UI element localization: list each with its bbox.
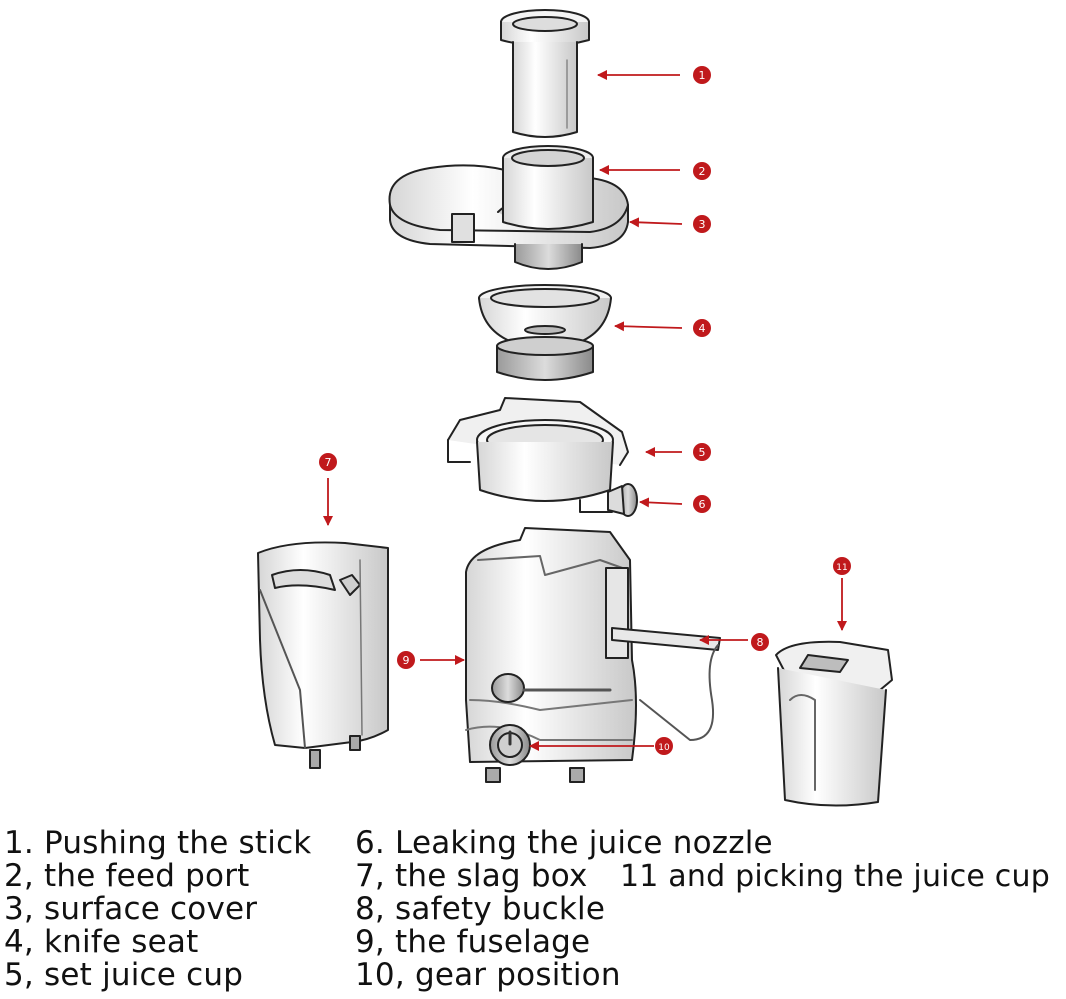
svg-text:6: 6 [699, 498, 706, 511]
legend-item-8: 8, safety buckle [355, 891, 606, 927]
svg-text:9: 9 [403, 654, 410, 667]
svg-text:5: 5 [699, 446, 706, 459]
callout-badge-9: 9 [397, 651, 415, 669]
legend-item-4: 4, knife seat [4, 924, 199, 960]
callout-badge-7: 7 [319, 453, 337, 471]
svg-text:3: 3 [699, 218, 706, 231]
svg-text:10: 10 [658, 743, 670, 753]
svg-text:11: 11 [836, 563, 847, 573]
callout-arrows [323, 70, 847, 751]
svg-text:1: 1 [699, 69, 706, 82]
callout-badge-6: 6 [693, 495, 711, 513]
callout-badge-3: 3 [693, 215, 711, 233]
safety-buckle-part [491, 627, 721, 741]
svg-text:4: 4 [699, 322, 706, 335]
callout-badge-10: 10 [655, 737, 673, 755]
callout-badge-8: 8 [751, 633, 769, 651]
callout-badge-4: 4 [693, 319, 711, 337]
legend-item-6: 6. Leaking the juice nozzle [355, 825, 773, 861]
legend-item-9: 9, the fuselage [355, 924, 591, 960]
arrow-3 [629, 217, 683, 228]
feed-port-part [502, 145, 594, 230]
juice-nozzle-part [607, 483, 638, 517]
legend-item-10: 10, gear position [355, 957, 621, 993]
legend-item-2: 2, the feed port [4, 858, 250, 894]
callout-badge-2: 2 [693, 162, 711, 180]
svg-text:8: 8 [757, 636, 764, 649]
gear-knob-part [489, 724, 531, 766]
legend-item-7: 7, the slag box [355, 858, 588, 894]
knife-seat-part [478, 284, 612, 381]
legend-item-11: 11 and picking the juice cup [620, 859, 1050, 894]
callout-badges: 1 2 3 4 5 6 7 8 9 10 11 [319, 66, 851, 755]
arrow-4 [614, 321, 683, 332]
svg-text:2: 2 [699, 165, 706, 178]
legend-item-1: 1. Pushing the stick [4, 825, 312, 861]
juicer-exploded-diagram: 1 2 3 4 5 6 7 8 9 10 11 [257, 9, 893, 807]
callout-badge-5: 5 [693, 443, 711, 461]
svg-text:7: 7 [325, 456, 332, 469]
legend-item-5: 5, set juice cup [4, 957, 244, 993]
legend-item-3: 3, surface cover [4, 891, 258, 927]
pushing-stick-part [500, 9, 590, 138]
juice-cup-part [447, 397, 629, 513]
juice-pick-cup-part [775, 640, 893, 807]
callout-badge-1: 1 [693, 66, 711, 84]
slag-box-part [257, 541, 389, 769]
callout-badge-11: 11 [833, 557, 851, 575]
arrow-6 [639, 497, 683, 508]
